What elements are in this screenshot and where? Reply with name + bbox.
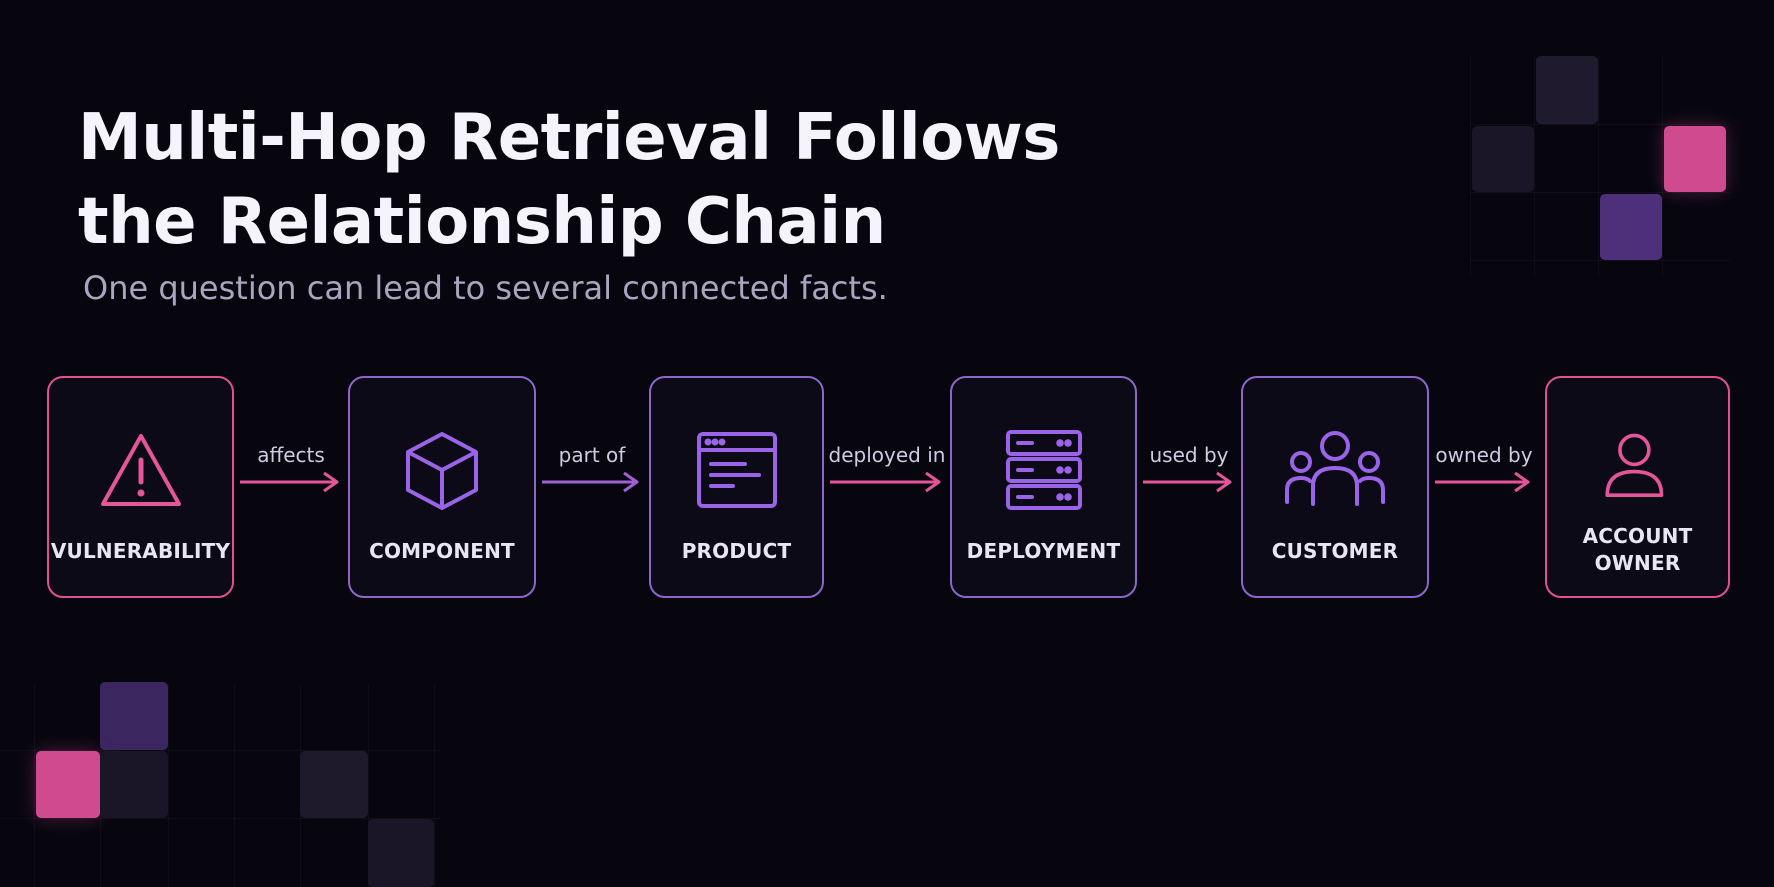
warning-triangle-icon: [100, 434, 181, 506]
edge-part-of: part of: [538, 440, 646, 500]
server-stack-icon: [1005, 430, 1082, 510]
node-label: CUSTOMER: [1271, 539, 1399, 563]
user-icon: [1604, 433, 1663, 497]
edge-deployed-in: deployed in: [826, 440, 948, 500]
edge-owned-by: owned by: [1431, 440, 1537, 500]
edge-label: part of: [558, 443, 626, 467]
node-component: COMPONENT: [348, 376, 536, 598]
node-vulnerability: VULNERABILITY: [47, 376, 234, 598]
node-label: COMPONENT: [369, 539, 515, 563]
edge-label: deployed in: [828, 443, 946, 467]
edge-label: used by: [1149, 443, 1229, 467]
page-subtitle: One question can lead to several connect…: [83, 269, 888, 307]
edge-affects: affects: [236, 440, 346, 500]
node-deployment: DEPLOYMENT: [950, 376, 1137, 598]
browser-window-icon: [696, 432, 777, 508]
node-label: ACCOUNT OWNER: [1582, 524, 1693, 575]
arrow-right-icon: [240, 471, 339, 493]
node-customer: CUSTOMER: [1241, 376, 1429, 598]
cube-icon: [406, 432, 478, 510]
edge-label: owned by: [1435, 443, 1533, 467]
page-title-line-1: Multi-Hop Retrieval Follows: [78, 101, 1060, 175]
page-title-line-2: the Relationship Chain: [78, 185, 886, 259]
edge-used-by: used by: [1139, 440, 1239, 500]
page-title: Multi-Hop Retrieval Follows the Relation…: [78, 96, 1078, 264]
node-label: PRODUCT: [681, 539, 792, 563]
arrow-right-icon: [1143, 471, 1232, 493]
arrow-right-icon: [830, 471, 941, 493]
node-account-owner: ACCOUNT OWNER: [1545, 376, 1730, 598]
node-label: DEPLOYMENT: [966, 539, 1121, 563]
arrow-right-icon: [1435, 471, 1530, 493]
edge-label: affects: [257, 443, 325, 467]
user-group-icon: [1285, 431, 1385, 506]
node-label: VULNERABILITY: [50, 539, 231, 563]
node-product: PRODUCT: [649, 376, 824, 598]
arrow-right-icon: [542, 471, 639, 493]
